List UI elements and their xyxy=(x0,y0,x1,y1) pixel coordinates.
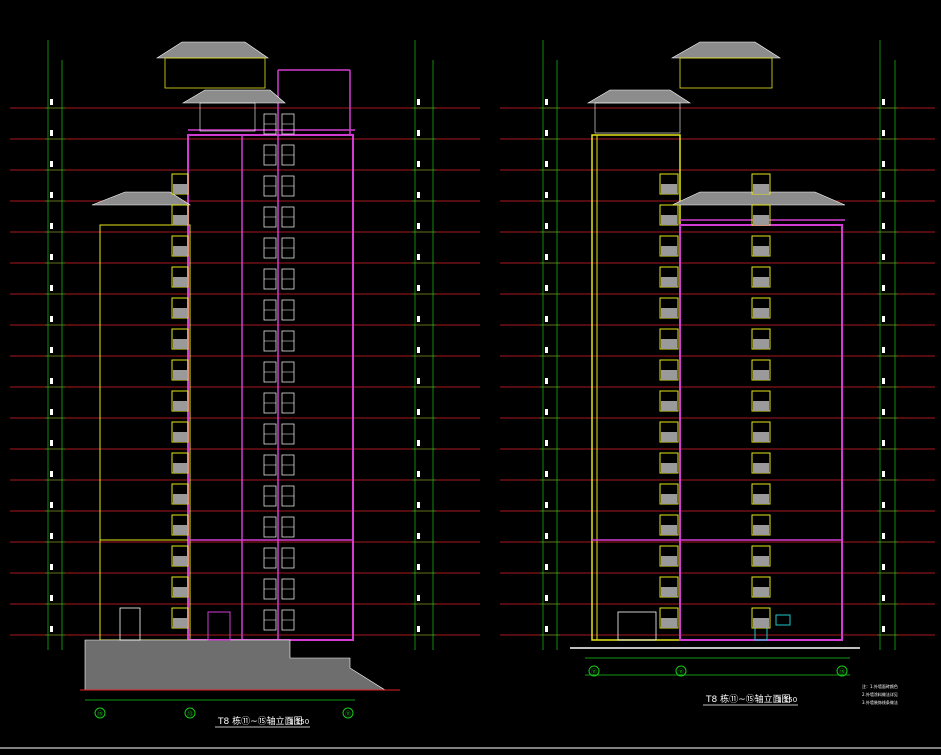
right-window-column-b xyxy=(751,173,771,629)
left-axis-label-1: ⑮ xyxy=(97,710,103,718)
notes-block: 注：1.外墙面砖颜色 2.外墙涂料做法详见 3.外墙装饰线条做法 xyxy=(862,683,898,705)
right-axis-label-1: ⑪ xyxy=(591,668,597,676)
note-line-1: 注：1.外墙面砖颜色 xyxy=(862,683,898,689)
left-window-column-b xyxy=(263,113,295,631)
note-line-2: 2.外墙涂料做法详见 xyxy=(862,691,898,697)
left-drawing-scale: 1:150 xyxy=(289,718,309,726)
right-axis-markers: ⑪ ⑪ ⑮ xyxy=(588,665,848,677)
right-window-column xyxy=(659,173,679,629)
left-window-column xyxy=(171,173,189,629)
left-drawing-title: T8 栋⑪~⑮轴立面图 xyxy=(217,715,303,727)
left-lower-roof xyxy=(91,191,192,206)
left-axis-markers: ⑮ ⑬ ⑪ xyxy=(94,707,354,719)
left-elevation: ⑮ ⑬ ⑪ T8 栋⑪~⑮轴立面图 1:150 xyxy=(80,41,400,728)
left-axis-label-2: ⑬ xyxy=(187,710,193,718)
right-drawing-title: T8 栋⑪~⑮轴立面图 xyxy=(705,693,791,705)
right-lower-roof xyxy=(671,191,846,206)
left-axis-label-3: ⑪ xyxy=(345,710,351,718)
dimension-columns xyxy=(45,40,898,650)
right-elevation: ⑪ ⑪ ⑮ T8 栋⑪~⑮轴立面图 1:150 注：1.外墙面砖颜色 2.外墙涂… xyxy=(570,41,898,706)
right-drawing-scale: 1:150 xyxy=(777,696,797,704)
note-line-3: 3.外墙装饰线条做法 xyxy=(862,699,898,705)
right-axis-label-3: ⑮ xyxy=(839,668,845,676)
left-elevation-floor-lines xyxy=(10,107,480,636)
right-axis-label-2: ⑪ xyxy=(678,668,684,676)
